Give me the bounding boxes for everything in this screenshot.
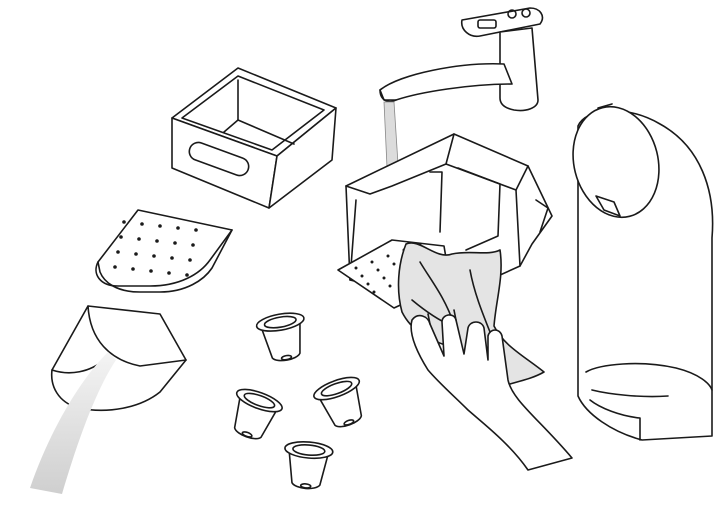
water-tank-icon (572, 103, 714, 441)
grid-hole (167, 271, 171, 275)
grid-hole (188, 258, 192, 262)
grid-hole (191, 243, 195, 247)
tray-hole (388, 284, 392, 288)
grid-hole (116, 250, 120, 254)
tray-hole (386, 254, 390, 258)
grid-hole (140, 222, 144, 226)
grid-hole (170, 256, 174, 260)
grid-hole (155, 239, 159, 243)
capsule-icon (233, 388, 283, 440)
capsules-group (233, 312, 363, 490)
faucet-icon (379, 7, 544, 112)
grid-hole (158, 224, 162, 228)
grid-hole (173, 241, 177, 245)
tray-hole (360, 274, 364, 278)
grid-holes (113, 220, 198, 277)
tray-hole (382, 276, 386, 280)
grid-hole (152, 254, 156, 258)
grid-hole (122, 220, 126, 224)
capsule-icon (313, 376, 363, 428)
capsule-icon (284, 440, 334, 490)
tray-hole (372, 290, 376, 294)
tray-hole (376, 268, 380, 272)
drip-box-icon (171, 67, 337, 209)
capsule-container-icon (30, 305, 187, 494)
tray-hole (366, 282, 370, 286)
grid-hole (185, 273, 189, 277)
hand-icon (410, 309, 573, 471)
grid-hole (119, 235, 123, 239)
drip-grid-icon (95, 209, 233, 293)
grid-hole (137, 237, 141, 241)
grid-hole (149, 269, 153, 273)
grid-hole (194, 228, 198, 232)
tray-hole (370, 260, 374, 264)
grid-hole (134, 252, 138, 256)
pouring-water (30, 352, 116, 494)
grid-hole (113, 265, 117, 269)
grid-hole (176, 226, 180, 230)
tray-hole (392, 262, 396, 266)
capsule-icon (255, 312, 305, 362)
grid-hole (131, 267, 135, 271)
tray-hole (354, 266, 358, 270)
